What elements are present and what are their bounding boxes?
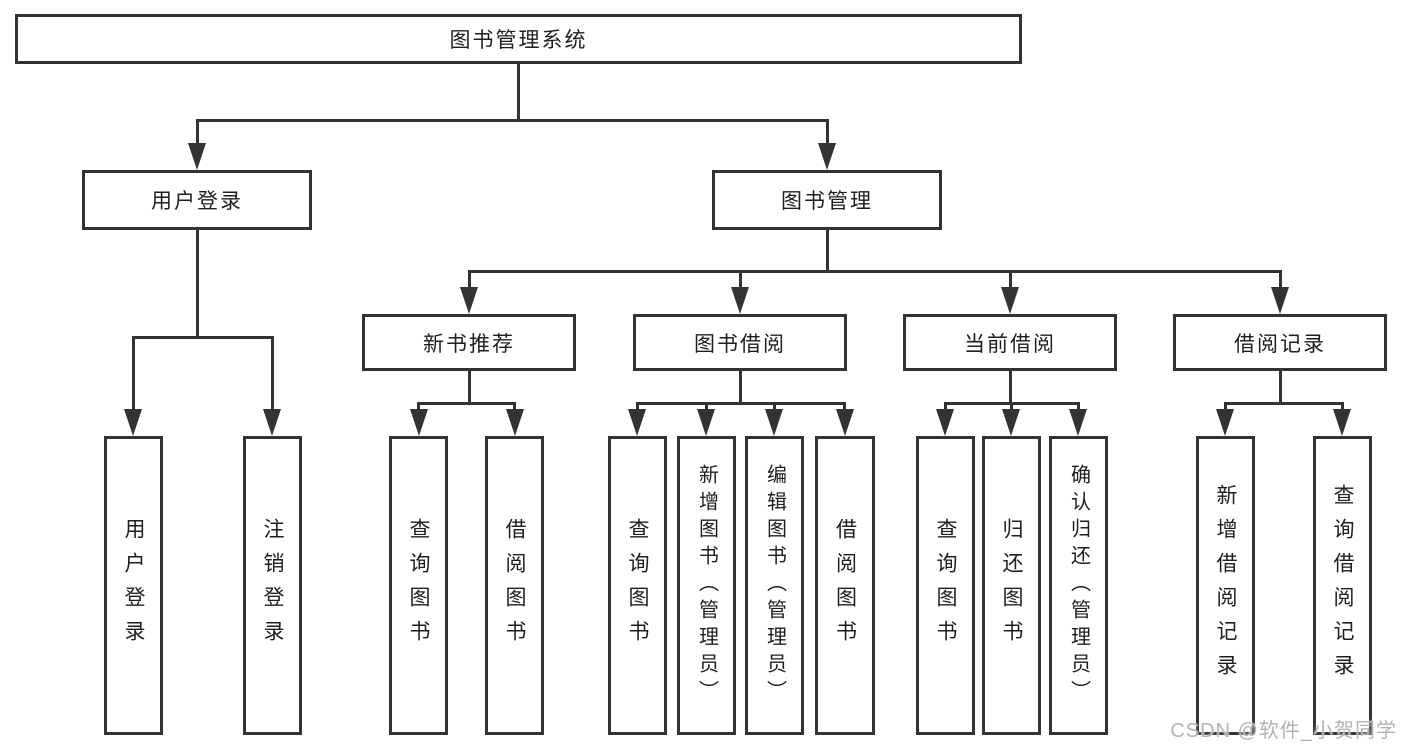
connector-user-login-stem xyxy=(196,230,199,338)
leaf-label: 用户登录 xyxy=(122,517,145,654)
csdn-watermark: CSDN @软件_小贺同学 xyxy=(1170,720,1397,742)
node-current-borrowing: 当前借阅 xyxy=(903,314,1117,371)
connector-root-rail xyxy=(196,119,829,122)
node-label: 图书管理系统 xyxy=(449,29,588,52)
leaf-confirm-return-admin: 确认归还（管理员） xyxy=(1049,436,1108,735)
leaf-query-books-current: 查询图书 xyxy=(916,436,975,735)
connector-drop xyxy=(705,402,708,414)
connector-book-management-stem xyxy=(826,230,829,272)
leaf-borrow-books-recommend: 借阅图书 xyxy=(485,436,544,735)
leaf-label: 新增借阅记录 xyxy=(1214,483,1237,688)
node-new-book-recommend: 新书推荐 xyxy=(362,314,576,371)
leaf-edit-book-admin: 编辑图书（管理员） xyxy=(745,436,804,735)
leaf-label: 借阅图书 xyxy=(503,517,526,654)
connector-drop xyxy=(513,402,516,414)
connector-drop xyxy=(636,402,639,414)
connector-drop xyxy=(773,402,776,414)
arrowhead xyxy=(410,409,428,436)
connector-drop xyxy=(739,270,742,290)
connector-rail xyxy=(636,402,846,405)
arrowhead xyxy=(765,409,783,436)
leaf-label: 查询图书 xyxy=(934,517,957,654)
connector-book-management-rail xyxy=(468,270,1282,273)
leaf-label: 借阅图书 xyxy=(833,517,857,654)
node-book-management-system: 图书管理系统 xyxy=(15,14,1022,64)
connector-drop xyxy=(1009,270,1012,290)
arrowhead xyxy=(1271,287,1289,314)
node-book-borrowing: 图书借阅 xyxy=(633,314,847,371)
connector-stem xyxy=(739,371,742,404)
leaf-borrow-books: 借阅图书 xyxy=(815,436,875,735)
connector-drop xyxy=(1224,402,1227,414)
connector-stem xyxy=(1009,371,1012,404)
connector-drop xyxy=(1077,402,1080,414)
leaf-add-book-admin: 新增图书（管理员） xyxy=(677,436,736,735)
arrowhead xyxy=(188,143,206,170)
node-label: 用户登录 xyxy=(151,190,243,213)
leaf-query-borrow-record: 查询借阅记录 xyxy=(1313,436,1372,735)
connector-drop xyxy=(417,402,420,414)
arrowhead xyxy=(1216,409,1234,436)
connector-stem xyxy=(468,371,471,404)
node-borrowing-records: 借阅记录 xyxy=(1173,314,1387,371)
leaf-query-books-recommend: 查询图书 xyxy=(389,436,448,735)
arrowhead xyxy=(124,409,142,436)
leaf-return-books: 归还图书 xyxy=(982,436,1041,735)
node-user-login: 用户登录 xyxy=(82,170,312,230)
node-label: 图书借阅 xyxy=(694,332,786,356)
leaf-label: 注销登录 xyxy=(261,517,284,654)
connector-drop xyxy=(944,402,947,414)
node-label: 借阅记录 xyxy=(1234,332,1326,356)
leaf-label: 查询图书 xyxy=(407,517,430,654)
connector-drop xyxy=(843,402,846,414)
arrowhead xyxy=(836,409,854,436)
connector-drop xyxy=(1341,402,1344,414)
arrowhead xyxy=(1001,287,1019,314)
leaf-label: 确认归还（管理员） xyxy=(1067,464,1090,707)
arrowhead xyxy=(628,409,646,436)
leaf-label: 查询借阅记录 xyxy=(1331,483,1354,688)
arrowhead xyxy=(1002,409,1020,436)
arrowhead xyxy=(460,287,478,314)
leaf-logout: 注销登录 xyxy=(243,436,302,735)
connector-drop xyxy=(468,270,471,290)
connector-drop xyxy=(132,336,135,412)
leaf-user-login: 用户登录 xyxy=(104,436,163,735)
leaf-query-books-borrowing: 查询图书 xyxy=(608,436,667,735)
arrowhead xyxy=(697,409,715,436)
leaf-label: 新增图书（管理员） xyxy=(695,464,718,707)
leaf-label: 查询图书 xyxy=(626,517,649,654)
arrowhead xyxy=(263,409,281,436)
arrowhead xyxy=(506,409,524,436)
leaf-label: 编辑图书（管理员） xyxy=(763,464,786,707)
node-label: 新书推荐 xyxy=(423,332,515,356)
connector-drop xyxy=(1279,270,1282,290)
leaf-label: 归还图书 xyxy=(1000,517,1023,654)
node-label: 图书管理 xyxy=(781,190,873,213)
connector-drop-book-management xyxy=(826,119,829,147)
arrowhead xyxy=(1069,409,1087,436)
connector-drop xyxy=(271,336,274,412)
arrowhead xyxy=(936,409,954,436)
arrowhead xyxy=(818,143,836,170)
connector-drop-user-login xyxy=(196,119,199,147)
connector-stem xyxy=(1279,371,1282,404)
connector-drop xyxy=(1010,402,1013,414)
connector-user-login-rail xyxy=(132,336,274,339)
node-label: 当前借阅 xyxy=(964,332,1056,356)
connector-rail xyxy=(1224,402,1344,405)
leaf-add-borrow-record: 新增借阅记录 xyxy=(1196,436,1255,735)
arrowhead xyxy=(731,287,749,314)
node-book-management: 图书管理 xyxy=(712,170,942,230)
arrowhead xyxy=(1333,409,1351,436)
connector-root-stem xyxy=(517,62,520,121)
connector-rail xyxy=(417,402,516,405)
